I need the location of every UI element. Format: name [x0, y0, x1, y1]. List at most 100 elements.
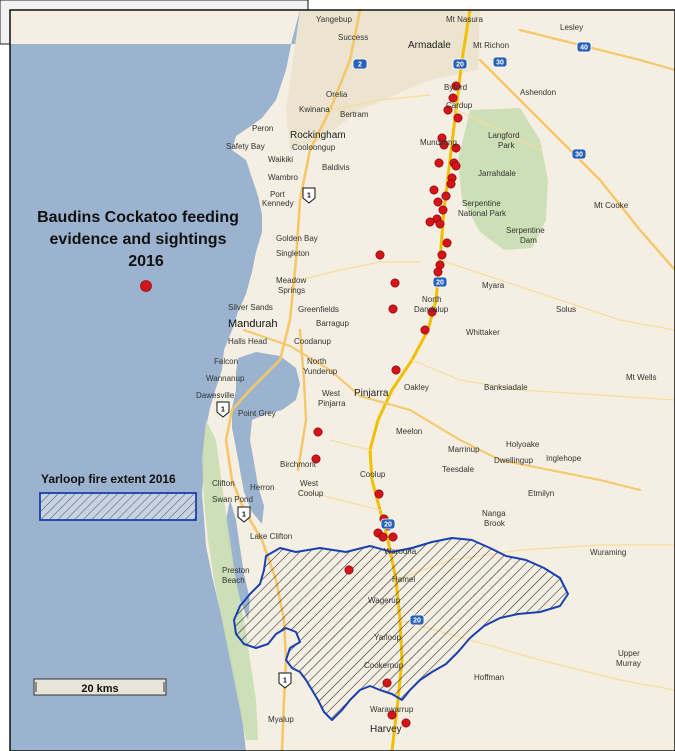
- place-label-myalup: Myalup: [268, 715, 294, 724]
- road-shield-20: 20: [409, 614, 425, 626]
- place-label-nanga-brook-2: Brook: [484, 519, 506, 528]
- place-label-byford: Byford: [444, 83, 467, 92]
- scale-bar-label: 20 kms: [81, 683, 118, 695]
- sighting-point: [427, 307, 437, 317]
- sighting-point: [388, 304, 398, 314]
- place-label-peron: Peron: [252, 124, 273, 133]
- place-label-wannanup: Wannanup: [206, 374, 245, 383]
- place-label-clifton: Clifton: [212, 479, 235, 488]
- sighting-point: [441, 191, 451, 201]
- road-shield-20: 20: [380, 518, 396, 530]
- sighting-point: [425, 217, 435, 227]
- sighting-point: [443, 105, 453, 115]
- place-label-west-coolup: West: [300, 479, 319, 488]
- sighting-point: [442, 238, 452, 248]
- map-title-line-1: Baudins Cockatoo feeding: [37, 209, 239, 226]
- place-label-banksiadale: Banksiadale: [484, 383, 528, 392]
- sighting-point: [387, 710, 397, 720]
- place-label-swan-pond: Swan Pond: [212, 495, 253, 504]
- place-label-etmilyn: Etmilyn: [528, 489, 554, 498]
- place-label-falcon: Falcon: [214, 357, 238, 366]
- place-label-holyoake: Holyoake: [506, 440, 540, 449]
- sea: [10, 10, 308, 751]
- road-shield-label: 20: [384, 522, 392, 529]
- road-shield-label: 20: [413, 618, 421, 625]
- road-shield-label: 1: [307, 193, 311, 200]
- place-label-oakley: Oakley: [404, 383, 429, 392]
- place-label-dwellingup: Dwellingup: [494, 456, 534, 465]
- place-label-coolup: Coolup: [360, 470, 386, 479]
- road-shield-label: 1: [283, 678, 287, 685]
- lake-clifton-water: [226, 500, 250, 620]
- place-label-preston-beach: Preston: [222, 566, 250, 575]
- place-label-mt-nasura: Mt Nasura: [446, 15, 483, 24]
- place-label-serpentine-dam-2: Dam: [520, 236, 537, 245]
- place-label-solus: Solus: [556, 305, 576, 314]
- place-label-west-pinjarra: West: [322, 389, 341, 398]
- place-label-mt-richon: Mt Richon: [473, 41, 509, 50]
- sighting-point: [311, 454, 321, 464]
- place-label-wagerup: Wagerup: [368, 596, 401, 605]
- sighting-point: [439, 140, 449, 150]
- place-label-mundijong: Mundijong: [420, 138, 457, 147]
- sighting-point: [344, 565, 354, 575]
- place-label-mt-cooke: Mt Cooke: [594, 201, 629, 210]
- place-label-waikiki: Waikiki: [268, 155, 293, 164]
- sighting-point: [313, 427, 323, 437]
- road-shield-label: 30: [496, 60, 504, 67]
- place-label-langford-park-2: Park: [498, 141, 515, 150]
- place-label-singleton: Singleton: [276, 249, 309, 258]
- fire-legend-label: Yarloop fire extent 2016: [41, 472, 176, 486]
- place-label-kwinana: Kwinana: [299, 105, 330, 114]
- place-label-lake-clifton: Lake Clifton: [250, 532, 292, 541]
- sighting-point: [434, 158, 444, 168]
- place-label-wambro: Wambro: [268, 173, 298, 182]
- place-label-meadow-springs-2: Springs: [278, 286, 305, 295]
- place-label-hamel: Hamel: [392, 575, 415, 584]
- peel-inlet: [232, 352, 300, 524]
- sighting-point: [435, 219, 445, 229]
- sighting-point: [438, 205, 448, 215]
- road-shield-label: 40: [580, 45, 588, 52]
- sighting-point: [391, 365, 401, 375]
- road-shield-label: 1: [242, 512, 246, 519]
- place-label-cookernup: Cookernup: [364, 661, 404, 670]
- sighting-point: [433, 267, 443, 277]
- place-label-serpentine-dam: Serpentine: [506, 226, 545, 235]
- urban-north: [286, 10, 480, 150]
- place-label-point-grey: Point Grey: [238, 409, 276, 418]
- road-shield-label: 1: [221, 407, 225, 414]
- road-shield-20: 20: [432, 276, 448, 288]
- road-shield-1: 1: [216, 401, 230, 418]
- road-shield-30: 30: [492, 56, 508, 68]
- place-label-port-kennedy: Port: [270, 190, 285, 199]
- place-label-north-dandalup-2: Dandalup: [414, 305, 449, 314]
- place-label-yarloop: Yarloop: [374, 633, 402, 642]
- scale-bar-box: [33, 678, 167, 696]
- place-label-rockingham: Rockingham: [290, 130, 346, 141]
- sighting-point: [453, 113, 463, 123]
- sighting-point: [437, 250, 447, 260]
- place-label-hoffman: Hoffman: [474, 673, 504, 682]
- road-shield-1: 1: [302, 187, 316, 204]
- place-label-mt-wells: Mt Wells: [626, 373, 657, 382]
- road-shield-2: 2: [352, 58, 368, 70]
- map-title-line-3: 2016: [128, 253, 164, 270]
- place-label-upper-murray: Upper: [618, 649, 640, 658]
- place-label-nanga-brook: Nanga: [482, 509, 506, 518]
- place-label-upper-murray-2: Murray: [616, 659, 641, 668]
- sighting-point: [451, 81, 461, 91]
- place-label-waroona: Waroona: [384, 547, 417, 556]
- place-label-meelon: Meelon: [396, 427, 422, 436]
- road-shield-label: 30: [575, 152, 583, 159]
- fire-legend: Yarloop fire extent 2016: [39, 472, 197, 521]
- sighting-point: [382, 678, 392, 688]
- place-label-port-kennedy-2: Kennedy: [262, 199, 294, 208]
- sighting-point: [401, 718, 411, 728]
- place-label-greenfields: Greenfields: [298, 305, 339, 314]
- sighting-point: [388, 532, 398, 542]
- road-shield-30: 30: [571, 148, 587, 160]
